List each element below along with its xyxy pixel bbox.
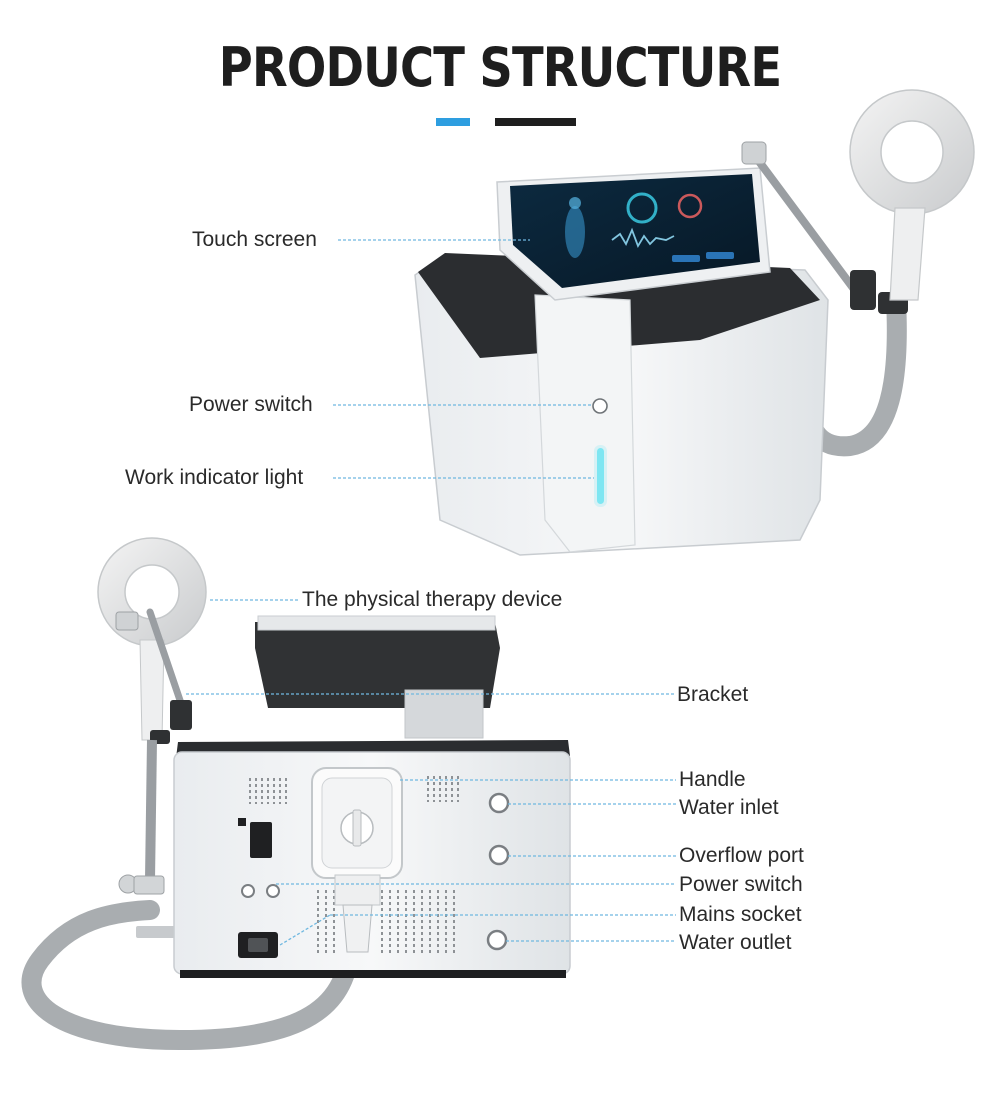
label-water-inlet: Water inlet xyxy=(679,796,779,819)
label-water-outlet: Water outlet xyxy=(679,931,792,954)
label-work-indicator-light: Work indicator light xyxy=(125,466,304,489)
page-title: PRODUCT STRUCTURE xyxy=(218,36,782,99)
label-touch-screen: Touch screen xyxy=(192,228,317,251)
front-arm xyxy=(748,148,866,304)
rear-hose-connector xyxy=(342,904,373,953)
work-indicator-light xyxy=(597,448,604,504)
title-accent-bar-dark xyxy=(495,118,576,126)
rear-hose xyxy=(21,900,361,1051)
label-mains-socket: Mains socket xyxy=(679,903,802,926)
water-inlet-port xyxy=(488,792,510,814)
title-accent-bar-blue xyxy=(436,118,470,126)
front-hose xyxy=(805,290,907,457)
label-bracket: Bracket xyxy=(677,683,749,706)
rear-small-knob-left xyxy=(241,884,255,898)
overflow-port xyxy=(488,844,510,866)
rear-power-switch xyxy=(250,822,272,858)
rear-small-knob-right xyxy=(266,884,280,898)
leader-lines xyxy=(186,239,676,946)
rear-arm xyxy=(146,608,189,719)
label-rear-power-switch: Power switch xyxy=(679,873,803,896)
label-overflow-port: Overflow port xyxy=(679,844,804,867)
label-front-power-switch: Power switch xyxy=(189,393,313,416)
water-outlet-port xyxy=(486,929,508,951)
rear-screen-back xyxy=(255,622,500,708)
front-device xyxy=(414,89,975,556)
label-handle: Handle xyxy=(679,768,746,791)
front-power-switch xyxy=(592,398,608,414)
label-therapy-device: The physical therapy device xyxy=(302,588,563,611)
rear-stand-pole xyxy=(145,739,157,881)
screen-content xyxy=(565,192,734,262)
front-panel-column xyxy=(534,294,636,553)
rear-vents xyxy=(249,776,459,954)
rear-device xyxy=(21,537,571,1051)
